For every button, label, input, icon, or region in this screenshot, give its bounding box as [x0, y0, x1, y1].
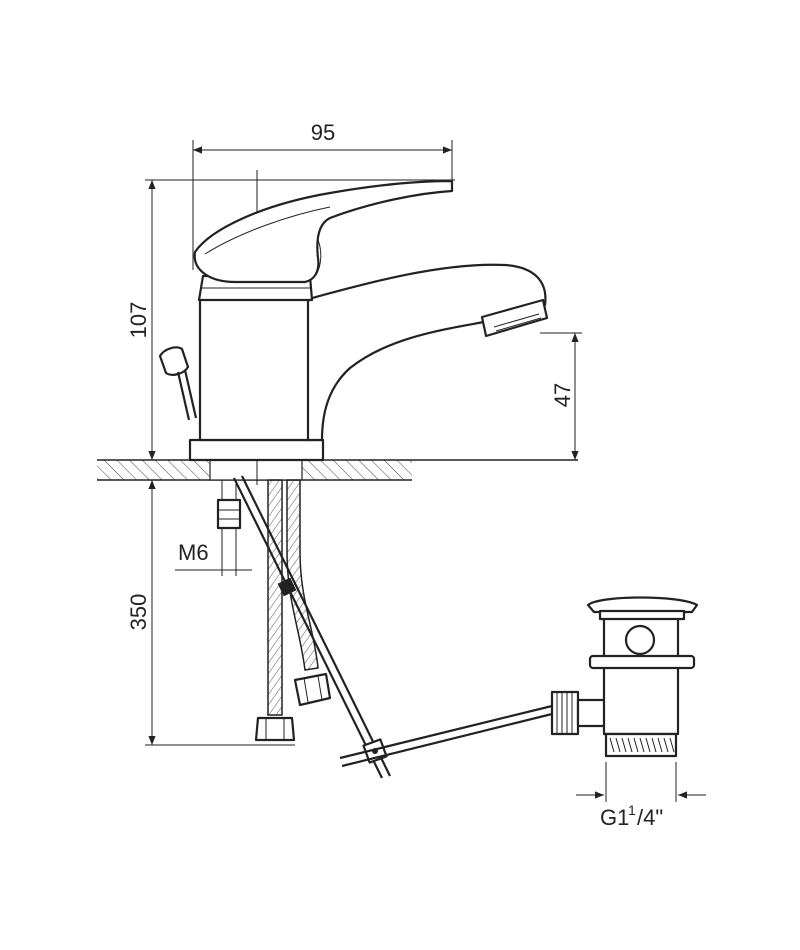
dimension-spout-height: 47 — [540, 332, 582, 460]
waste-thread-main: G1 — [600, 805, 629, 830]
waste-thread-num: 1 — [628, 802, 636, 818]
countertop — [97, 459, 578, 481]
waste-thread-den: /4" — [637, 805, 663, 830]
stud-thread-label: M6 — [178, 540, 209, 565]
height-label: 107 — [126, 302, 151, 339]
dimension-hose-length: 350 — [126, 480, 295, 746]
waste-valve: G1 1 /4" — [550, 596, 706, 830]
pull-rod — [233, 475, 553, 779]
hose-length-label: 350 — [126, 594, 151, 631]
spout-height-label: 47 — [550, 383, 575, 407]
dimension-width: 95 — [192, 120, 453, 270]
dimension-height: 107 — [126, 179, 455, 460]
popup-rod — [158, 346, 198, 421]
threaded-stud: M6 — [175, 480, 252, 576]
flexible-hoses — [254, 479, 332, 742]
width-label: 95 — [311, 120, 335, 145]
tap-body — [188, 179, 549, 462]
